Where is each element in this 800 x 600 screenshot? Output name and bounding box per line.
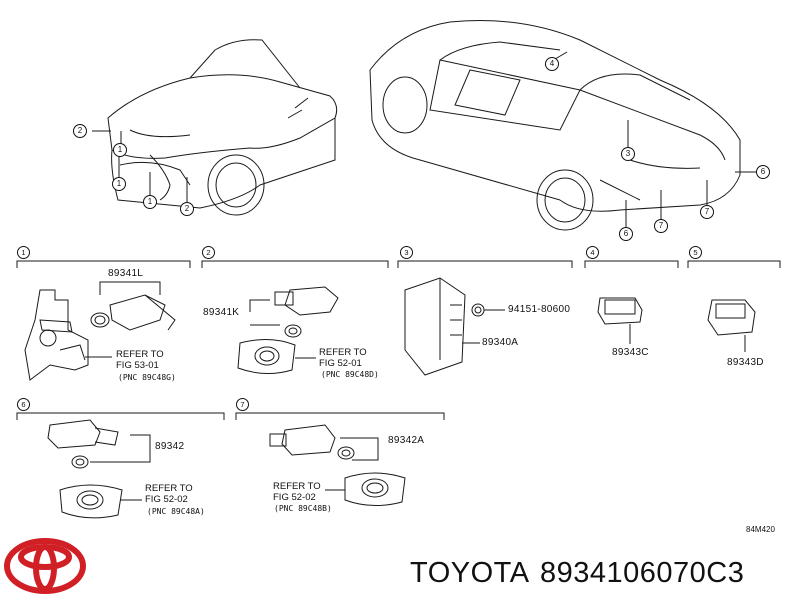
section-5-number: 5	[689, 246, 702, 259]
refer-line: FIG 52-01	[319, 358, 362, 369]
refer-pnc: (PNC 89C48A)	[147, 507, 205, 516]
section-6-number: 6	[17, 398, 30, 411]
section-4-number: 4	[586, 246, 599, 259]
callout-front-1-upper: 1	[113, 143, 127, 157]
callout-front-2-bottom: 2	[180, 202, 194, 216]
refer-line: REFER TO	[319, 347, 367, 358]
part-number-89340A: 89340A	[482, 337, 519, 348]
section-3-number: 3	[400, 246, 413, 259]
callout-rear-6-side: 6	[756, 165, 770, 179]
brand-part-number: 8934106070C3	[540, 557, 745, 589]
refer-line: FIG 52-02	[145, 494, 188, 505]
refer-line: FIG 52-02	[273, 492, 316, 503]
part-number-89341L: 89341L	[108, 268, 144, 279]
refer-pnc: (PNC 89C48G)	[118, 373, 176, 382]
refer-line: FIG 53-01	[116, 360, 159, 371]
section-2-number: 2	[202, 246, 215, 259]
rear-car-illustration	[369, 20, 741, 231]
diagram-code: 84M420	[746, 525, 775, 534]
section-1-number: 1	[17, 246, 30, 259]
section-3-parts	[404, 277, 505, 376]
section-brackets	[16, 260, 781, 420]
part-number-89342A: 89342A	[388, 435, 425, 446]
part-number-94151-80600: 94151-80600	[508, 304, 571, 315]
refer-line: REFER TO	[273, 481, 321, 492]
callout-rear-7-mid: 7	[654, 219, 668, 233]
section-5-parts	[707, 299, 756, 352]
callout-front-1-mid: 1	[143, 195, 157, 209]
section-4-parts	[597, 297, 643, 344]
rear-leader-lines	[544, 51, 757, 228]
diagram-frame	[7, 239, 789, 541]
callout-rear-7-right: 7	[700, 205, 714, 219]
callout-rear-3: 3	[621, 147, 635, 161]
part-number-89342: 89342	[155, 441, 185, 452]
refer-pnc: (PNC 89C48B)	[274, 504, 332, 513]
callout-rear-4: 4	[545, 57, 559, 71]
section-6-parts	[47, 419, 151, 519]
section-7-number: 7	[236, 398, 249, 411]
section-1-parts	[24, 281, 176, 381]
refer-pnc: (PNC 89C48D)	[321, 370, 379, 379]
refer-line: REFER TO	[145, 483, 193, 494]
front-car-illustration	[107, 39, 338, 216]
callout-rear-6-bottom: 6	[619, 227, 633, 241]
part-number-89343D: 89343D	[727, 357, 764, 368]
part-number-89343C: 89343C	[612, 347, 649, 358]
section-7-parts	[269, 424, 406, 506]
part-number-89341K: 89341K	[203, 307, 240, 318]
front-leader-lines	[92, 130, 188, 205]
brand-name: TOYOTA	[410, 557, 530, 589]
callout-front-2-top: 2	[73, 124, 87, 138]
section-2-parts	[237, 286, 339, 374]
refer-line: REFER TO	[116, 349, 164, 360]
callout-front-1-left: 1	[112, 177, 126, 191]
